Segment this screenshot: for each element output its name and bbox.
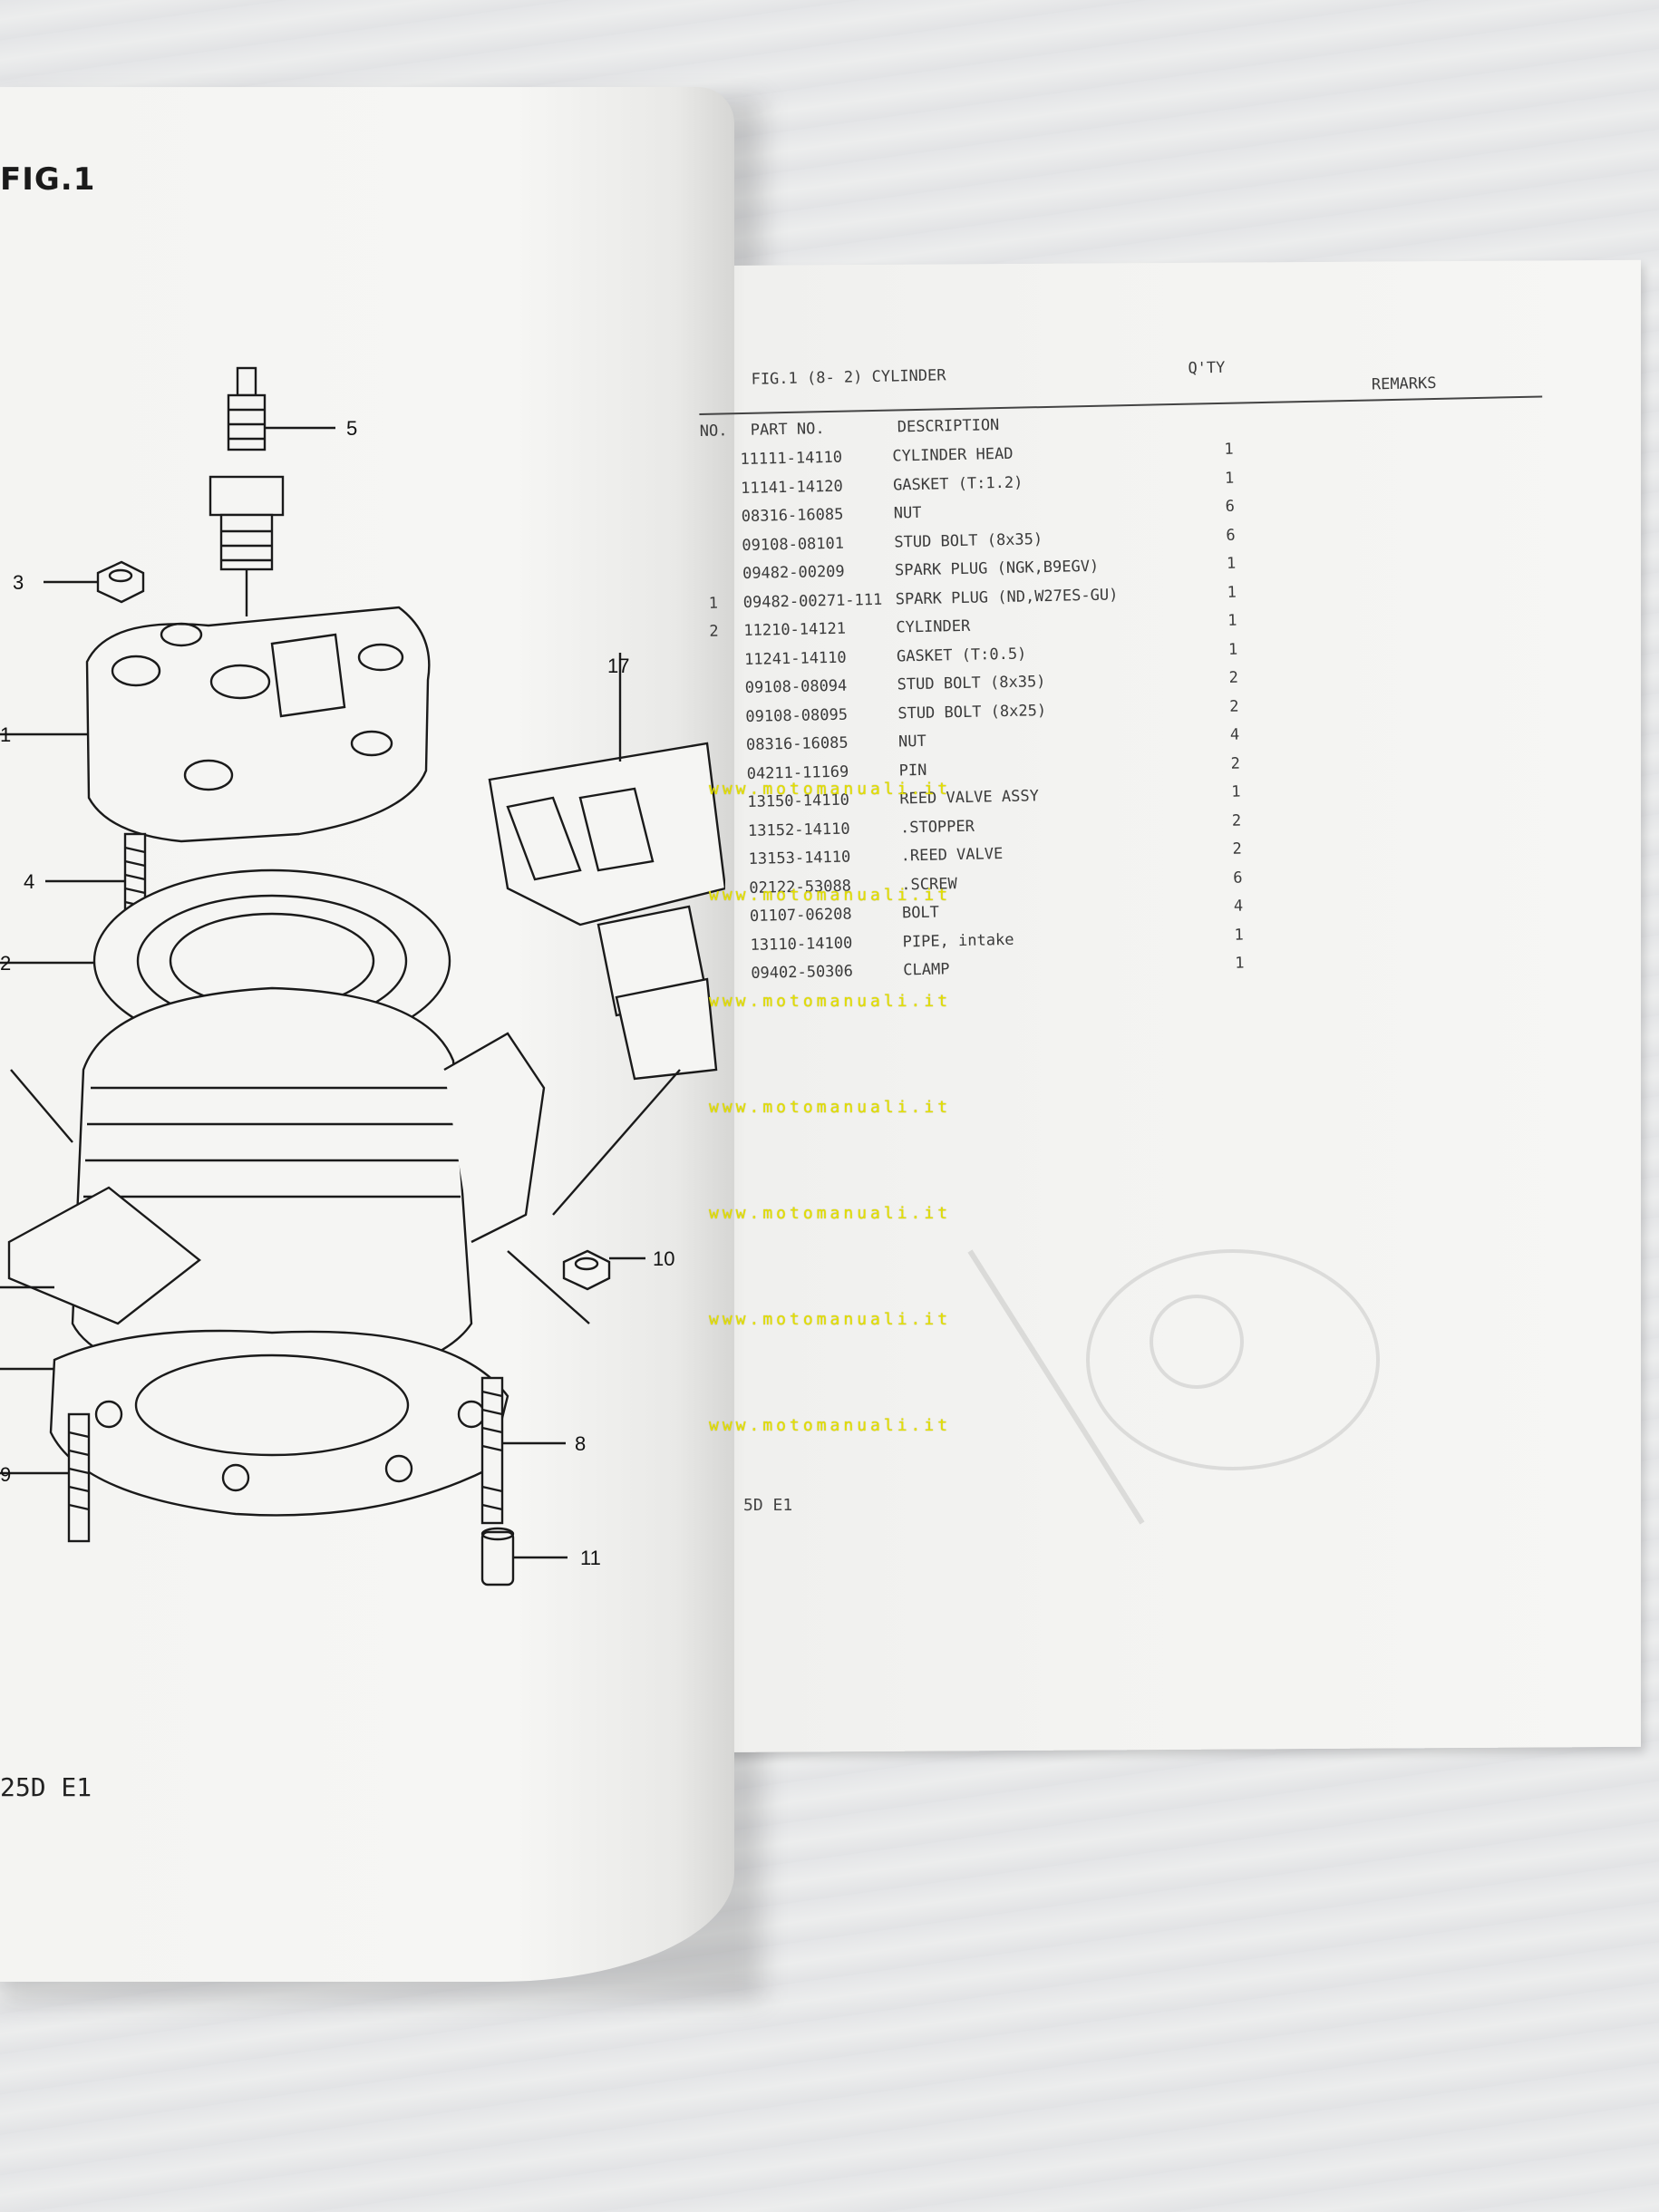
callout-8: 8 xyxy=(575,1432,586,1455)
row-description: STUD BOLT (8x35) xyxy=(897,673,1046,694)
row-part-number: 08316-16085 xyxy=(741,505,844,527)
row-quantity: 1 xyxy=(1227,583,1237,602)
callout-11: 11 xyxy=(580,1547,601,1569)
qty-column-header: Q'TY xyxy=(1188,358,1226,378)
callout-3: 3 xyxy=(13,571,24,594)
row-description: STUD BOLT (8x35) xyxy=(894,529,1043,552)
watermark-text: www.motomanuali.it xyxy=(709,780,952,799)
row-ref-number: 1 xyxy=(708,594,719,613)
row-part-number: 13110-14100 xyxy=(750,934,853,955)
row-part-number: 11111-14110 xyxy=(740,448,843,470)
stud-bolt-8-part xyxy=(480,1376,504,1525)
row-description: CLAMP xyxy=(903,960,950,980)
row-part-number: 09482-00271-111 xyxy=(742,590,883,612)
spark-plug-part xyxy=(209,366,285,616)
row-part-number: 08316-16085 xyxy=(745,733,849,754)
row-part-number: 11241-14110 xyxy=(743,648,847,669)
row-description: BOLT xyxy=(901,903,940,923)
row-quantity: 1 xyxy=(1231,782,1241,801)
row-quantity: 1 xyxy=(1234,926,1245,945)
callout-1: 1 xyxy=(0,723,11,746)
right-page-footer: 5D E1 xyxy=(743,1496,793,1515)
row-part-number: 13153-14110 xyxy=(748,848,851,868)
row-quantity: 1 xyxy=(1224,469,1235,488)
row-part-number: 09108-08101 xyxy=(742,534,845,555)
row-quantity: 1 xyxy=(1235,954,1245,973)
row-quantity: 2 xyxy=(1230,754,1241,773)
base-gasket-part xyxy=(49,1329,509,1517)
watermark-text: www.motomanuali.it xyxy=(709,1310,952,1329)
row-quantity: 6 xyxy=(1226,526,1236,545)
row-quantity: 1 xyxy=(1226,554,1237,573)
part-no-column-header: PART NO. xyxy=(750,420,825,440)
row-part-number: 09482-00209 xyxy=(742,562,845,584)
cylinder-head-part xyxy=(85,606,431,843)
row-description: .REED VALVE xyxy=(900,845,1004,866)
row-description: CYLINDER HEAD xyxy=(892,444,1014,466)
reed-valve-part xyxy=(488,742,725,1081)
left-page-footer: 25D E1 xyxy=(0,1772,92,1802)
row-quantity: 2 xyxy=(1228,668,1239,687)
dowel-pin-part xyxy=(480,1527,515,1586)
row-description: CYLINDER xyxy=(896,616,971,637)
row-part-number: 09108-08095 xyxy=(745,705,849,726)
description-column-header: DESCRIPTION xyxy=(897,416,1000,437)
row-quantity: 1 xyxy=(1224,440,1234,459)
row-part-number: 01107-06208 xyxy=(749,905,852,926)
remarks-column-header: REMARKS xyxy=(1371,374,1437,394)
cylinder-body-part xyxy=(7,986,546,1389)
watermark-text: www.motomanuali.it xyxy=(709,992,952,1011)
row-description: STUD BOLT (8x25) xyxy=(897,701,1047,723)
row-part-number: 09108-08094 xyxy=(744,676,848,697)
callout-9: 9 xyxy=(0,1463,11,1486)
row-description: PIN xyxy=(898,761,927,780)
nut-10-part xyxy=(562,1249,611,1291)
row-description: .STOPPER xyxy=(899,817,975,837)
callout-2: 2 xyxy=(0,952,11,975)
watermark-text: www.motomanuali.it xyxy=(709,1416,952,1435)
row-quantity: 1 xyxy=(1227,640,1238,659)
callout-10: 10 xyxy=(653,1247,674,1270)
callout-4: 4 xyxy=(24,870,34,893)
watermark-text: www.motomanuali.it xyxy=(709,1204,952,1223)
row-ref-number: 2 xyxy=(709,622,719,641)
watermark-text: www.motomanuali.it xyxy=(709,1098,952,1117)
stud-bolt-9-part xyxy=(67,1412,91,1543)
row-quantity: 1 xyxy=(1227,611,1237,630)
row-part-number: 09402-50306 xyxy=(751,962,854,983)
figure-title: FIG.1 xyxy=(0,161,96,198)
row-part-number: 11210-14121 xyxy=(743,619,847,641)
row-description: NUT xyxy=(897,732,927,752)
nut-part xyxy=(96,560,145,604)
callout-17: 17 xyxy=(607,655,629,677)
row-quantity: 6 xyxy=(1225,497,1236,516)
row-part-number: 13152-14110 xyxy=(747,820,850,840)
row-quantity: 4 xyxy=(1233,897,1244,916)
row-description: NUT xyxy=(893,503,922,523)
row-part-number: 11141-14120 xyxy=(740,477,843,498)
ghost-bleed-drawing xyxy=(967,1249,1380,1525)
row-quantity: 2 xyxy=(1232,839,1243,859)
callout-5: 5 xyxy=(346,417,357,440)
row-quantity: 4 xyxy=(1229,725,1240,744)
row-quantity: 6 xyxy=(1233,868,1243,888)
row-quantity: 2 xyxy=(1229,697,1239,716)
row-quantity: 2 xyxy=(1231,811,1242,830)
row-description: GASKET (T:0.5) xyxy=(896,644,1027,665)
exploded-cylinder-diagram: 5 3 1 17 4 2 10 8 11 9 xyxy=(0,366,725,1586)
row-description: PIPE, intake xyxy=(902,930,1014,951)
watermark-text: www.motomanuali.it xyxy=(709,886,952,905)
row-description: GASKET (T:1.2) xyxy=(892,473,1024,495)
no-column-header: NO. xyxy=(699,422,728,441)
